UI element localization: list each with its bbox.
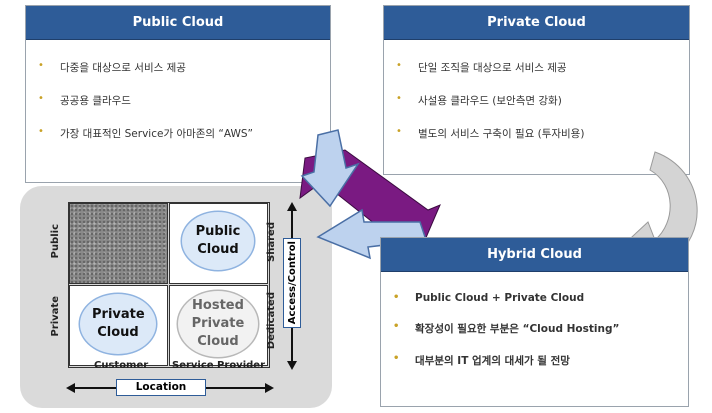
private-cloud-item: 단일 조직을 대상으로 서비스 제공 [384,60,689,75]
public-cloud-title: Public Cloud [26,6,330,40]
hybrid-cloud-title: Hybrid Cloud [381,238,688,272]
private-cloud-item: 사설용 클라우드 (보안측면 강화) [384,93,689,108]
public-cloud-bubble: Public Cloud [182,212,254,270]
hybrid-cloud-item: Public Cloud + Private Cloud [381,292,688,304]
access-control-label: Access/Control [283,238,301,328]
quadrant-grid: Public Cloud Private Cloud Hosted Privat… [68,202,270,368]
public-cloud-item: 다중을 대상으로 서비스 제공 [26,60,330,75]
hosted-private-cloud-label: Hosted Private Cloud [191,298,245,349]
private-cloud-box: Private Cloud 단일 조직을 대상으로 서비스 제공 사설용 클라우… [383,5,690,175]
hybrid-cloud-item: 대부분의 IT 업계의 대세가 될 전망 [381,353,688,368]
quadrant-private-provider: Hosted Private Cloud [169,285,268,366]
location-label: Location [116,379,206,396]
quadrant-private-customer: Private Cloud [69,285,168,366]
public-cloud-bubble-label: Public Cloud [195,224,241,257]
private-cloud-item: 별도의 서비스 구축이 필요 (투자비용) [384,126,689,141]
hybrid-cloud-box: Hybrid Cloud Public Cloud + Private Clou… [380,237,689,407]
quadrant-public-provider: Public Cloud [169,203,268,284]
public-cloud-box: Public Cloud 다중을 대상으로 서비스 제공 공공용 클라우드 가장… [25,5,331,183]
hosted-private-cloud-bubble: Hosted Private Cloud [178,291,258,357]
blue-arrow-down [300,129,360,208]
private-cloud-bubble: Private Cloud [80,294,156,354]
public-cloud-item: 공공용 클라우드 [26,93,330,108]
private-cloud-title: Private Cloud [384,6,689,40]
public-cloud-item: 가장 대표적인 Service가 아마존의 “AWS” [26,126,330,141]
cloud-quadrant-panel: Public Private Public Cloud Private Clou… [20,186,332,408]
col-label-provider: Service Provider [172,360,266,371]
private-cloud-bubble-label: Private Cloud [92,307,145,340]
col-label-customer: Customer [94,360,149,371]
hybrid-cloud-item: 확장성이 필요한 부분은 “Cloud Hosting” [381,321,688,336]
quadrant-public-customer [69,203,168,284]
